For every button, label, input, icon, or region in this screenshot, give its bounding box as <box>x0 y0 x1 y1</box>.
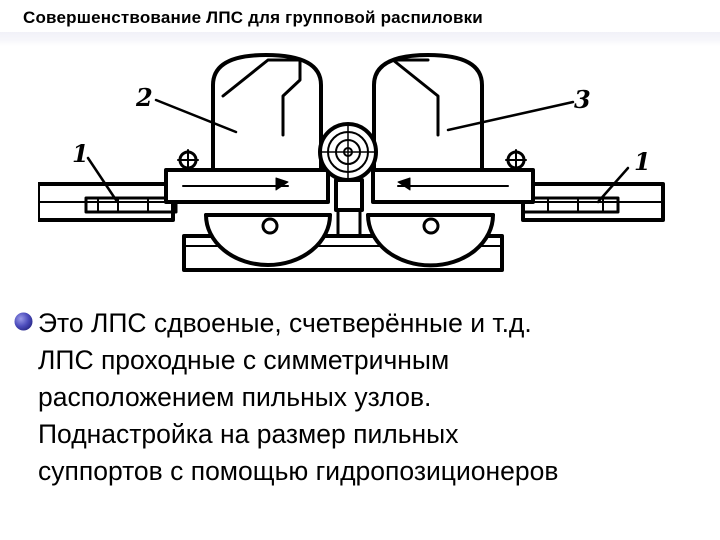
title-underline <box>0 32 720 46</box>
saw-unit-drawing: 2 3 1 1 <box>38 53 665 272</box>
bullet-line-3: расположением пильных узлов. <box>38 382 432 412</box>
left-saw-drum <box>211 53 323 174</box>
label-3: 3 <box>574 85 591 114</box>
label-1-left: 1 <box>72 139 89 168</box>
slide-title: Совершенствование ЛПС для групповой расп… <box>23 8 483 27</box>
saw-unit-diagram: 2 3 1 1 <box>38 40 683 305</box>
left-adjust-knob <box>177 149 199 171</box>
left-hydro-cylinder <box>84 196 178 214</box>
right-saw-blade <box>366 213 495 268</box>
bullet-list: Это ЛПС сдвоеные, счетверённые и т.д. ЛП… <box>14 305 704 490</box>
center-feed-column <box>334 178 364 212</box>
bullet-line-5: суппортов с помощью гидропозиционеров <box>38 456 559 486</box>
label-1-right: 1 <box>634 147 651 176</box>
bullet-dot-icon <box>14 312 33 331</box>
log-cross-section <box>318 122 378 182</box>
right-hydro-cylinder <box>521 196 620 214</box>
bullet-line-4: Поднастройка на размер пильных <box>38 419 459 449</box>
bullet-line-2: ЛПС проходные с симметричным <box>38 345 450 375</box>
label-2: 2 <box>135 83 153 112</box>
right-saw-drum <box>372 53 484 174</box>
bullet-line-1: Это ЛПС сдвоеные, счетверённые и т.д. <box>38 308 532 338</box>
left-saw-blade <box>204 213 332 267</box>
bullet-item: Это ЛПС сдвоеные, счетверённые и т.д. ЛП… <box>14 305 704 490</box>
right-adjust-knob <box>505 149 527 171</box>
